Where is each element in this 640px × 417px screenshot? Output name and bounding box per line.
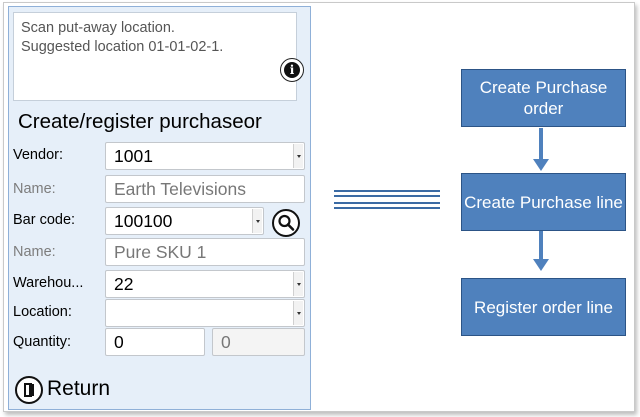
page-title: Create/register purchaseor	[18, 110, 262, 133]
location-dropdown[interactable]	[105, 299, 305, 327]
arrow-1-head	[533, 159, 549, 171]
flow-step-2-label: Create Purchase line	[464, 192, 623, 212]
flow-step-register-order-line: Register order line	[461, 278, 626, 336]
item-name-label: Name:	[13, 244, 56, 260]
quantity-label: Quantity:	[13, 334, 72, 350]
return-glyph	[24, 383, 34, 397]
return-icon	[15, 376, 43, 404]
search-icon[interactable]	[272, 209, 300, 237]
message-line-1: Scan put-away location.	[21, 20, 175, 36]
chevron-down-icon[interactable]	[293, 272, 303, 296]
return-label: Return	[47, 377, 111, 400]
message-line-2: Suggested location 01-01-02-1.	[21, 39, 224, 55]
info-glyph: i	[284, 62, 300, 78]
magnifier-glyph	[278, 214, 295, 231]
message-box: Scan put-away location. Suggested locati…	[13, 12, 304, 101]
equals-sign-bottom-bar	[334, 202, 440, 209]
vendor-dropdown[interactable]: 1001	[105, 142, 305, 170]
item-name-value: Pure SKU 1	[114, 242, 207, 262]
quantity-value: 0	[114, 332, 124, 352]
chevron-down-icon[interactable]	[293, 301, 303, 325]
quantity-input[interactable]: 0	[105, 328, 205, 356]
chevron-down-icon[interactable]	[252, 209, 262, 233]
warehouse-label: Warehou...	[13, 275, 84, 291]
equals-sign-top-bar	[334, 190, 440, 197]
arrow-2-head	[533, 259, 549, 271]
flow-step-3-label: Register order line	[474, 297, 613, 317]
quantity-readonly-field: 0	[212, 328, 305, 356]
return-button[interactable]: Return	[15, 374, 155, 406]
flow-step-1-label: Create Purchase order	[479, 78, 608, 118]
vendor-value: 1001	[114, 146, 153, 166]
quantity-readonly-value: 0	[221, 332, 231, 352]
vendor-name-field: Earth Televisions	[105, 175, 305, 203]
barcode-input[interactable]: 100100	[105, 207, 264, 235]
chevron-down-icon[interactable]	[293, 144, 303, 168]
barcode-value: 100100	[114, 211, 173, 231]
warehouse-value: 22	[114, 274, 134, 294]
screenshot-frame: Scan put-away location. Suggested locati…	[3, 2, 635, 412]
warehouse-dropdown[interactable]: 22	[105, 270, 305, 298]
barcode-label: Bar code:	[13, 212, 76, 228]
device-panel: Scan put-away location. Suggested locati…	[8, 6, 311, 410]
info-icon[interactable]: i	[280, 58, 304, 82]
flowchart-arrows	[533, 128, 549, 271]
vendor-name-value: Earth Televisions	[114, 179, 246, 199]
flow-step-create-purchase-line: Create Purchase line	[461, 173, 626, 231]
item-name-field: Pure SKU 1	[105, 238, 305, 266]
vendor-name-label: Name:	[13, 181, 56, 197]
flow-step-create-purchase-order: Create Purchase order	[461, 69, 626, 127]
vendor-label: Vendor:	[13, 147, 63, 163]
location-label: Location:	[13, 304, 72, 320]
